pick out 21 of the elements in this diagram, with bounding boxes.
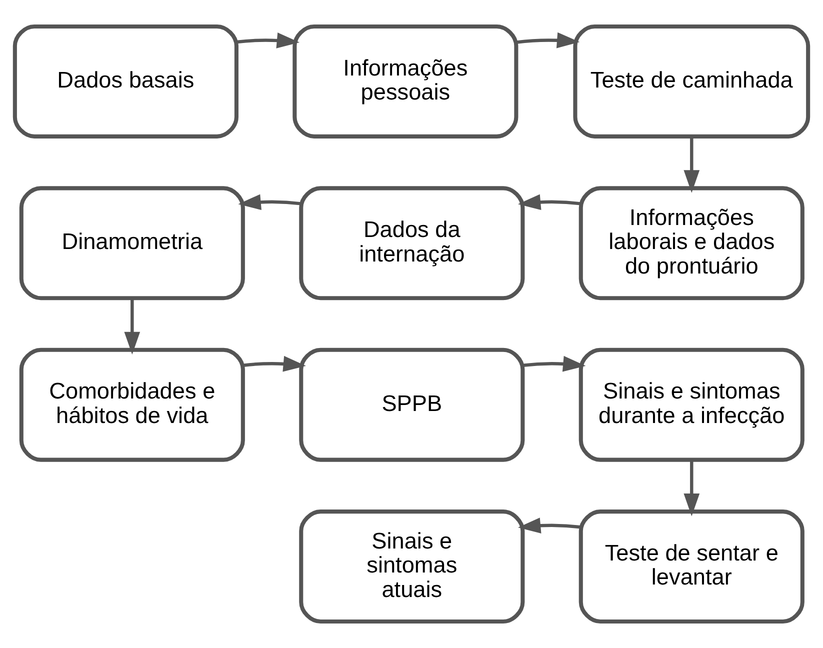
node-box: Comorbidades e hábitos de vida (19, 348, 245, 462)
node-box: Dinamometria (19, 186, 245, 300)
arrow (242, 356, 306, 372)
arrow (236, 32, 300, 48)
arrow (238, 194, 302, 210)
node-box: Sinais e sintomas atuais (299, 510, 525, 624)
node-box: Sinais e sintomas durante a infecção (578, 348, 804, 462)
arrow (516, 32, 580, 48)
arrow (518, 518, 582, 534)
node-box: Teste de caminhada (573, 24, 810, 138)
arrow (684, 460, 700, 516)
arrow (518, 194, 582, 210)
node-box: SPPB (299, 348, 525, 462)
node-box: Informações pessoais (292, 24, 518, 138)
node-box: Dados basais (12, 24, 238, 138)
node-box: Teste de sentar e levantar (578, 510, 804, 624)
arrow (522, 356, 586, 372)
node-box: Dados da internação (299, 186, 525, 300)
node-box: Informações laborais e dados do prontuário (578, 186, 804, 300)
arrow (124, 298, 140, 355)
arrow (684, 136, 700, 193)
